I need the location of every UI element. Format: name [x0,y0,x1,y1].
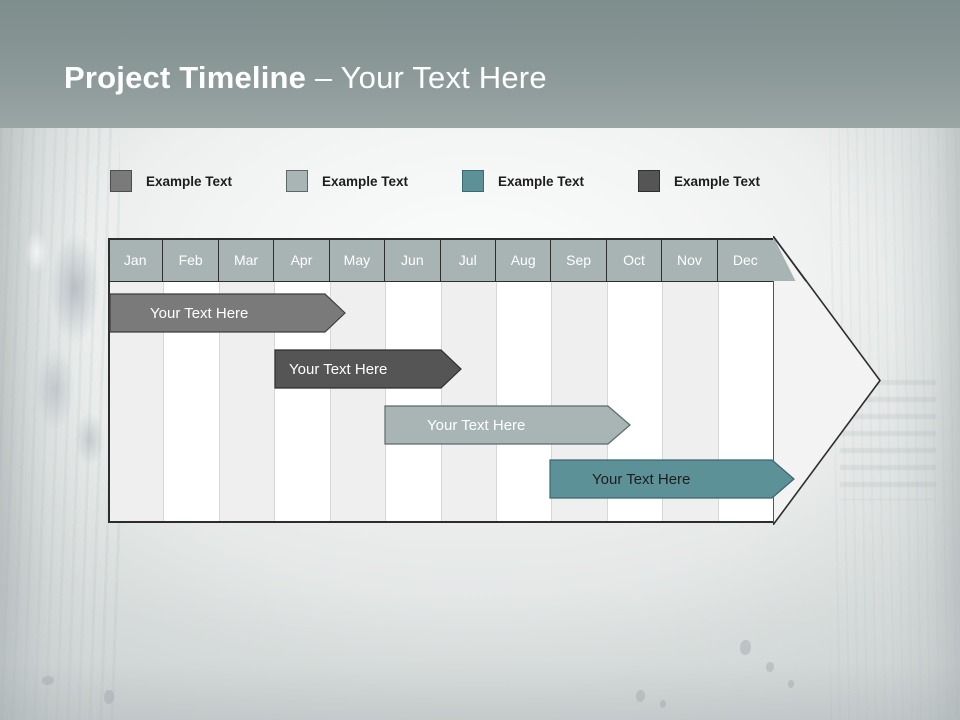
timeline-chart: Jan Feb Mar Apr May Jun [108,238,795,523]
background-blot [660,700,666,708]
timeline-arrowhead [773,236,885,525]
column-divider [218,281,220,523]
month-header-jul: Jul [440,238,496,281]
legend-item-label: Example Text [322,173,409,189]
column-divider [274,281,276,523]
column-divider [329,281,331,523]
chart-border [108,238,773,523]
month-column-mar: Mar [218,238,275,523]
task-bar-3[interactable]: Your Text Here [384,405,631,445]
background-blot [104,690,114,704]
month-header-sep: Sep [551,238,607,281]
month-column-feb: Feb [163,238,219,523]
column-divider [606,281,608,523]
task-bar-2[interactable]: Your Text Here [274,349,462,389]
month-header-apr: Apr [274,238,330,281]
month-header-mar: Mar [218,238,275,281]
month-header-jan: Jan [108,238,164,281]
legend-item[interactable]: Example Text [110,168,232,194]
legend-item-label: Example Text [498,173,585,189]
month-column-aug: Aug [495,238,552,523]
background-grunge-bottom [0,590,960,720]
month-header-feb: Feb [163,238,219,281]
month-column-jul: Jul [440,238,496,523]
column-divider [163,281,165,523]
header-underline [108,281,773,282]
legend-item[interactable]: Example Text [638,168,760,194]
task-bar-1[interactable]: Your Text Here [109,293,346,333]
month-header-oct: Oct [606,238,663,281]
background-grunge-left-blots [18,180,110,540]
column-divider [551,281,553,523]
background-blot [766,662,774,672]
column-divider [385,281,387,523]
column-divider [495,281,497,523]
column-divider [662,281,664,523]
month-columns: Jan Feb Mar Apr May Jun [108,238,774,523]
month-header-may: May [329,238,386,281]
legend-swatch-icon [638,170,660,192]
column-divider [440,281,442,523]
legend-item[interactable]: Example Text [286,168,408,194]
page-title-bold: Project Timeline [64,60,307,95]
legend-swatch-icon [462,170,484,192]
legend-swatch-icon [286,170,308,192]
legend: Example Text Example Text Example Text E… [110,168,870,194]
task-bar-4[interactable]: Your Text Here [549,459,795,499]
month-header-dec: Dec [717,238,774,281]
month-header-aug: Aug [495,238,552,281]
month-header-jun: Jun [385,238,441,281]
legend-item[interactable]: Example Text [462,168,584,194]
background-blot [740,640,751,655]
background-blot [636,690,645,702]
page-title: Project Timeline – Your Text Here [64,60,547,96]
column-divider [717,281,719,523]
background-blot [42,676,54,685]
month-column-jan: Jan [108,238,164,523]
page-title-dash: – [306,60,341,95]
legend-item-label: Example Text [146,173,233,189]
background-blot [788,680,794,688]
month-header-nov: Nov [662,238,718,281]
header-band: Project Timeline – Your Text Here [0,0,960,128]
page-title-light: Your Text Here [340,60,547,95]
legend-item-label: Example Text [674,173,761,189]
legend-swatch-icon [110,170,132,192]
